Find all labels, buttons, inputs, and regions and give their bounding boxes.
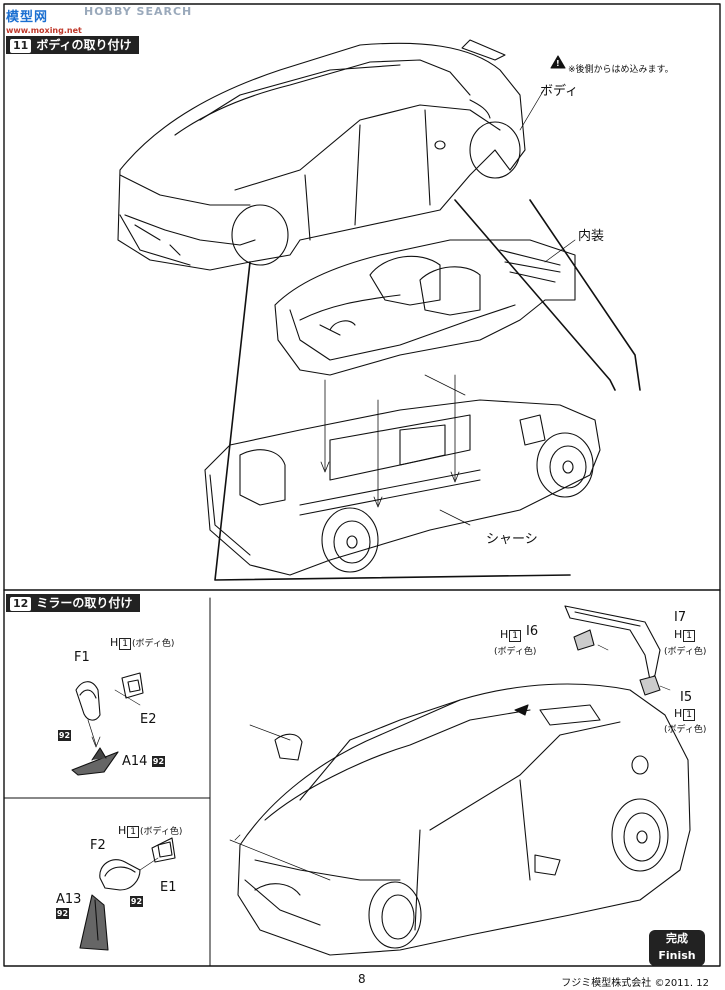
body-color-note: (ボディ色)	[664, 647, 707, 657]
step-title: ボディの取り付け	[36, 38, 132, 52]
body-color-note: (ボディ色)	[494, 647, 537, 657]
label-interior: 内装	[578, 229, 605, 244]
part-e2: E2	[140, 712, 157, 727]
part-i7: I7	[674, 610, 687, 625]
section-header-12: 12 ミラーの取り付け	[6, 594, 141, 612]
step-number: 12	[10, 597, 32, 611]
finish-badge: 完成 Finish	[649, 930, 705, 966]
watermark-search: HOBBY SEARCH	[84, 5, 193, 18]
step-number: 11	[10, 39, 32, 53]
page-number: 8	[358, 972, 366, 986]
color-badge-92: 92	[58, 730, 71, 741]
watermark-url: www.moxing.net	[6, 26, 82, 35]
insert-note: ※後側からはめ込みます。	[568, 65, 674, 75]
part-i6: I6	[526, 624, 539, 639]
label-body: ボディ	[540, 84, 579, 99]
step-title: ミラーの取り付け	[36, 596, 133, 610]
part-f1: F1	[74, 650, 90, 665]
color-badge-92: 92	[130, 896, 143, 907]
color-badge-92: 92	[56, 908, 69, 919]
part-i5: I5	[680, 690, 693, 705]
watermark-logo: 模型网	[6, 10, 49, 25]
part-a14: A14	[122, 754, 148, 769]
copyright: フジミ模型株式会社 ©2011. 12	[561, 978, 709, 989]
part-f2: F2	[90, 838, 106, 853]
label-chassis: シャーシ	[486, 532, 538, 547]
svg-text:!: !	[556, 59, 560, 68]
body-color-note: (ボディ色)	[664, 725, 707, 735]
color-badge-92: 92	[152, 756, 165, 767]
section-header-11: 11 ボディの取り付け	[6, 36, 140, 54]
part-e1: E1	[160, 880, 177, 895]
part-a13: A13	[56, 892, 82, 907]
